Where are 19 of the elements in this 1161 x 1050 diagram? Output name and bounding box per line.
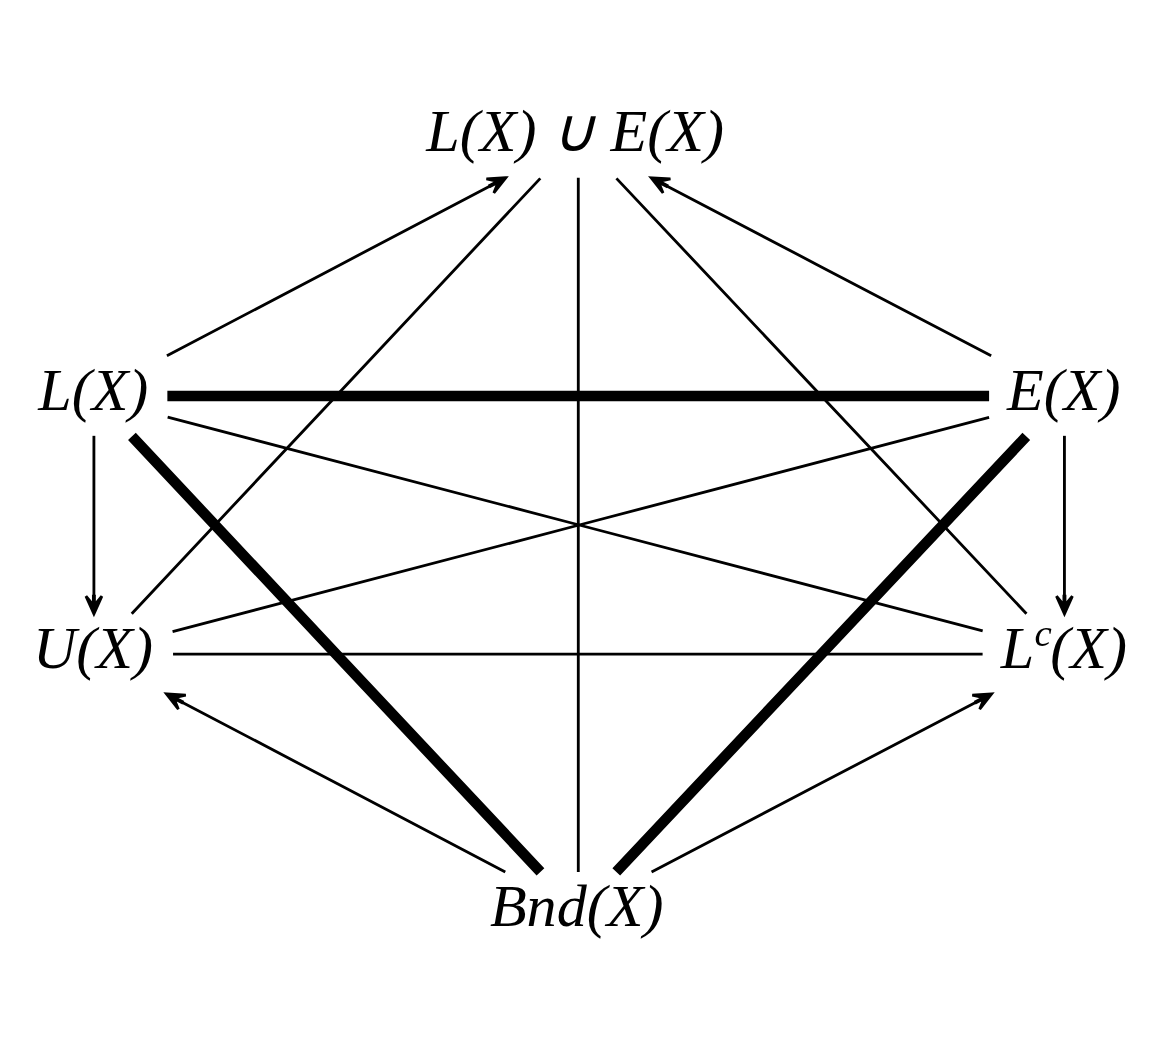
- arrow: [165, 692, 506, 874]
- connector: [130, 177, 542, 615]
- node-text: U(X): [32, 613, 154, 681]
- node-text: L(X) ∪ E(X): [426, 97, 724, 165]
- arrow: [649, 176, 992, 358]
- arrow: [166, 176, 508, 358]
- connector: [173, 652, 983, 656]
- connector: [167, 390, 990, 402]
- node-text: L(X): [38, 355, 149, 423]
- node-text: L$^{c}$(X): [1000, 611, 1128, 681]
- connector: [612, 432, 1031, 876]
- connector: [615, 177, 1028, 615]
- node-text: E(X): [1006, 355, 1121, 423]
- arrow: [1055, 435, 1074, 616]
- arrow: [84, 435, 104, 616]
- connector: [128, 432, 545, 876]
- arrow: [650, 692, 994, 874]
- node-text: Bnd(X): [489, 871, 664, 939]
- connector: [576, 177, 580, 872]
